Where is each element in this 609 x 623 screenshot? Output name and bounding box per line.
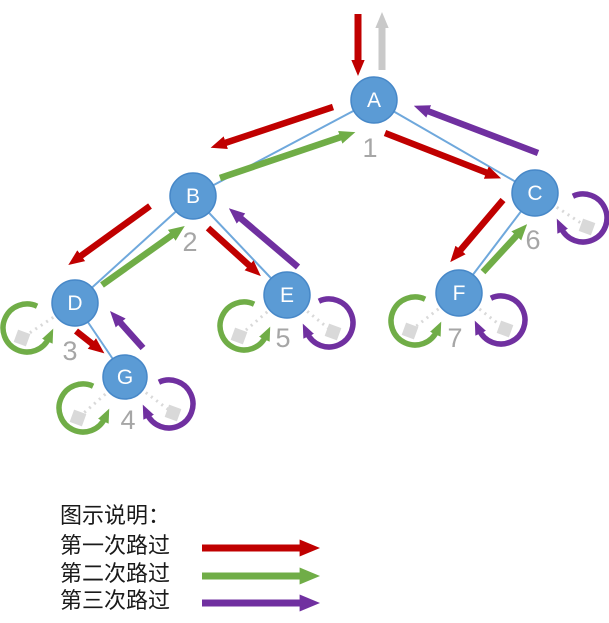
pass1-arrow-b-to-e: [205, 225, 261, 277]
tree-edges: [74, 99, 536, 378]
node-b-label: B: [186, 185, 200, 208]
visit-order-d: 3: [62, 336, 77, 366]
legend: 图示说明： 第一次路过 第二次路过 第三次路过: [60, 503, 320, 613]
null-loop-arrows: [0, 191, 609, 435]
edge-a-c: [373, 99, 536, 194]
node-d: D: [51, 279, 99, 327]
node-f: F: [435, 269, 483, 317]
loop-green-d-left: [0, 301, 54, 355]
loop-purple-g-right: [142, 377, 196, 431]
node-e: E: [263, 271, 311, 319]
node-d-label: D: [67, 292, 82, 315]
node-c-label: C: [527, 182, 542, 205]
loop-green-g-left: [56, 381, 110, 435]
node-e-label: E: [280, 284, 294, 307]
visit-order-a: 1: [362, 133, 377, 163]
null-links: [21, 191, 588, 420]
pass1-arrow-c-to-f: [450, 197, 506, 263]
node-b-circle: [169, 172, 217, 220]
pass1-arrow-d-to-g: [73, 328, 105, 354]
null-square-f-left: [401, 322, 419, 340]
legend-item-1-label: 第一次路过: [60, 533, 170, 558]
loop-green-e-left: [217, 299, 271, 353]
visit-order-e: 5: [275, 323, 290, 353]
null-squares: [13, 218, 596, 427]
loop-purple-f-right: [474, 293, 528, 347]
node-f-label: F: [453, 282, 466, 305]
legend-item-2-label: 第二次路过: [60, 561, 170, 586]
pass1-arrow-a-to-c: [383, 129, 502, 179]
node-a-label: A: [367, 89, 381, 112]
node-a-circle: [350, 76, 398, 124]
node-d-circle: [51, 279, 99, 327]
visit-order-b: 2: [182, 227, 197, 257]
loop-purple-c-right: [556, 191, 609, 245]
null-square-f-right: [496, 320, 514, 338]
node-c: C: [511, 169, 559, 217]
node-a: A: [350, 76, 398, 124]
pass3-arrow-c-to-a: [413, 105, 540, 157]
null-square-d-left: [13, 329, 31, 347]
pass3-arrow-e-to-b: [228, 208, 301, 270]
null-square-g-left: [69, 409, 87, 427]
node-f-circle: [435, 269, 483, 317]
visit-order-c: 6: [525, 225, 540, 255]
node-g-label: G: [117, 366, 133, 389]
legend-item-3-label: 第三次路过: [60, 588, 170, 613]
edge-a-b: [192, 99, 375, 197]
node-e-circle: [263, 271, 311, 319]
null-square-e-left: [230, 327, 248, 345]
node-c-circle: [511, 169, 559, 217]
visit-order-g: 4: [120, 405, 135, 435]
edge-b-d: [74, 195, 194, 304]
null-square-e-right: [324, 323, 342, 341]
null-square-c-right: [578, 218, 596, 236]
node-b: B: [169, 172, 217, 220]
pass1-arrow-b-to-d: [68, 203, 152, 266]
pass3-arrow-g-to-d: [110, 311, 146, 351]
node-g: G: [102, 354, 148, 400]
visit-order-f: 7: [447, 323, 462, 353]
pass2-arrow-b-to-a: [218, 130, 356, 182]
pass2-arrow-d-to-b: [100, 226, 185, 288]
visit-order-labels: 1 2 6 3 5 7 4: [62, 133, 540, 435]
legend-title: 图示说明：: [60, 503, 170, 528]
null-link-e-left: [238, 293, 288, 338]
null-square-g-right: [164, 404, 182, 422]
pass-arrows: [68, 12, 540, 354]
loop-green-f-left: [388, 294, 442, 348]
node-g-circle: [102, 354, 148, 400]
loop-purple-e-right: [302, 296, 356, 350]
null-link-d-left: [21, 301, 76, 340]
pass2-arrow-f-to-c: [480, 224, 528, 275]
pass1-arrow-a-to-b: [210, 103, 335, 150]
tree-nodes: A B C D E F G: [51, 76, 559, 400]
